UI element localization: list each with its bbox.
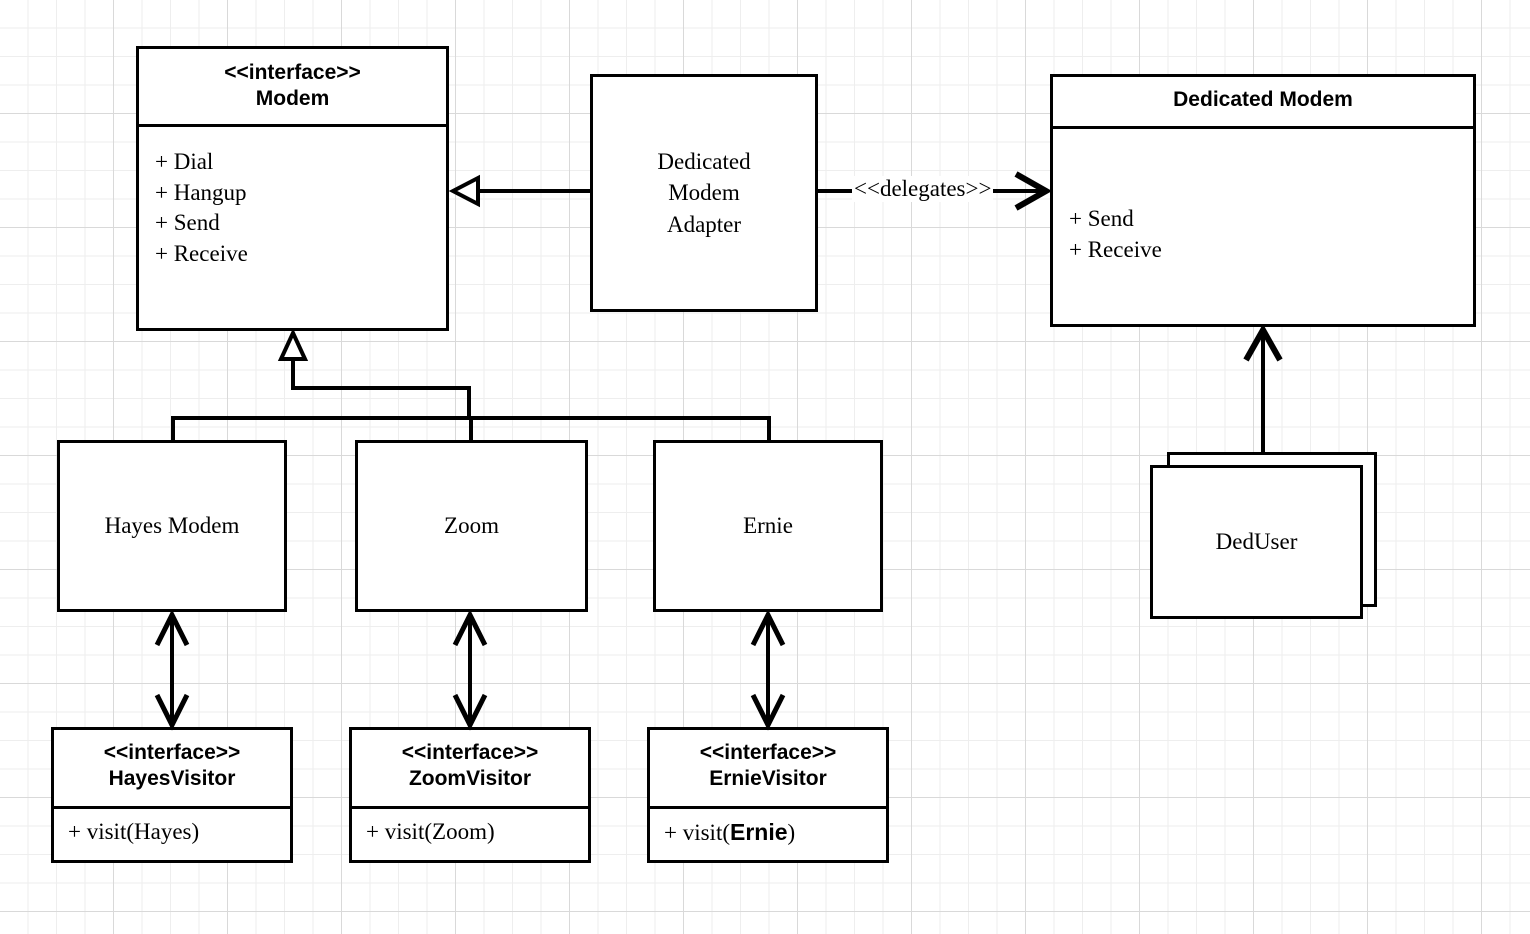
member-suffix: ) <box>787 820 796 845</box>
class-name-adapter: Dedicated Modem Adapter <box>593 77 815 309</box>
class-name-ernie: Ernie <box>743 513 793 539</box>
class-name-label: ErnieVisitor <box>709 766 827 790</box>
edge-zoom-to-zoom-visitor <box>452 609 488 731</box>
member-item: + Send <box>1069 206 1134 231</box>
class-name-label: Dedicated Modem <box>1173 88 1353 111</box>
member-item: + Send <box>155 210 220 236</box>
class-header-dedicated-modem: Dedicated Modem <box>1053 77 1473 129</box>
class-box-hayes-modem[interactable]: Hayes Modem <box>57 440 287 612</box>
member-prefix: + visit( <box>68 819 135 844</box>
class-members-hayes-visitor: + visit(Hayes) <box>54 809 290 848</box>
class-name-hayes-modem: Hayes Modem <box>104 513 240 539</box>
edge-deduser-to-dedicated-modem <box>1243 323 1283 452</box>
member-item: + visit(Hayes) <box>68 817 290 848</box>
class-box-modem[interactable]: <<interface>> Modem + Dial + Hangup + Se… <box>136 46 449 331</box>
class-box-dedicated-modem[interactable]: Dedicated Modem + Send + Receive <box>1050 74 1476 327</box>
member-arg: Hayes <box>134 819 192 844</box>
class-members-dedicated-modem: + Send + Receive <box>1053 129 1473 265</box>
class-box-zoom[interactable]: Zoom <box>355 440 588 612</box>
class-name-label: HayesVisitor <box>108 766 236 790</box>
class-header-hayes-visitor: <<interface>> HayesVisitor <box>54 730 290 809</box>
class-header-ernie-visitor: <<interface>> ErnieVisitor <box>650 730 886 809</box>
class-box-dedicated-modem-adapter[interactable]: Dedicated Modem Adapter <box>590 74 818 312</box>
edge-ernie-to-ernie-visitor <box>750 609 786 731</box>
member-arg: Zoom <box>432 819 487 844</box>
adapter-line-1: Dedicated <box>657 149 751 175</box>
class-box-zoom-visitor[interactable]: <<interface>> ZoomVisitor + visit(Zoom) <box>349 727 591 863</box>
class-name-label: ZoomVisitor <box>408 766 532 790</box>
class-name-zoom: Zoom <box>444 513 499 539</box>
member-arg: Ernie <box>730 819 788 845</box>
member-item: + visit(Ernie) <box>664 817 886 849</box>
member-prefix: + visit( <box>366 819 433 844</box>
class-members-ernie-visitor: + visit(Ernie) <box>650 809 886 849</box>
edge-label-delegates: <<delegates>> <box>852 176 994 202</box>
stereotype-label: <<interface>> <box>224 61 361 84</box>
member-item: + visit(Zoom) <box>366 817 588 848</box>
class-name-deduser: DedUser <box>1215 529 1298 555</box>
stereotype-label: <<interface>> <box>401 741 539 764</box>
member-suffix: ) <box>486 819 495 844</box>
class-header-zoom-visitor: <<interface>> ZoomVisitor <box>352 730 588 809</box>
adapter-line-3: Adapter <box>666 211 742 237</box>
class-name-label: Modem <box>255 86 330 110</box>
class-box-hayes-visitor[interactable]: <<interface>> HayesVisitor + visit(Hayes… <box>51 727 293 863</box>
stereotype-label: <<interface>> <box>103 741 241 764</box>
member-prefix: + visit( <box>664 820 731 845</box>
adapter-line-2: Modem <box>668 180 740 206</box>
member-item: + Receive <box>1069 236 1162 262</box>
member-item: + Hangup <box>155 179 247 205</box>
class-box-ernie-visitor[interactable]: <<interface>> ErnieVisitor + visit(Ernie… <box>647 727 889 863</box>
class-box-deduser[interactable]: DedUser <box>1150 465 1363 619</box>
member-item: + Receive <box>155 240 248 266</box>
member-item: + Dial <box>155 149 214 174</box>
stereotype-label: <<interface>> <box>699 741 837 764</box>
class-box-ernie[interactable]: Ernie <box>653 440 883 612</box>
edge-hayes-modem-to-hayes-visitor <box>154 609 190 731</box>
class-members-modem: + Dial + Hangup + Send + Receive <box>139 127 446 269</box>
class-header-modem: <<interface>> Modem <box>139 49 446 127</box>
edge-generalization-bus-to-modem <box>171 328 771 441</box>
class-members-zoom-visitor: + visit(Zoom) <box>352 809 588 848</box>
member-suffix: ) <box>191 819 200 844</box>
edge-adapter-realizes-modem <box>448 174 590 208</box>
